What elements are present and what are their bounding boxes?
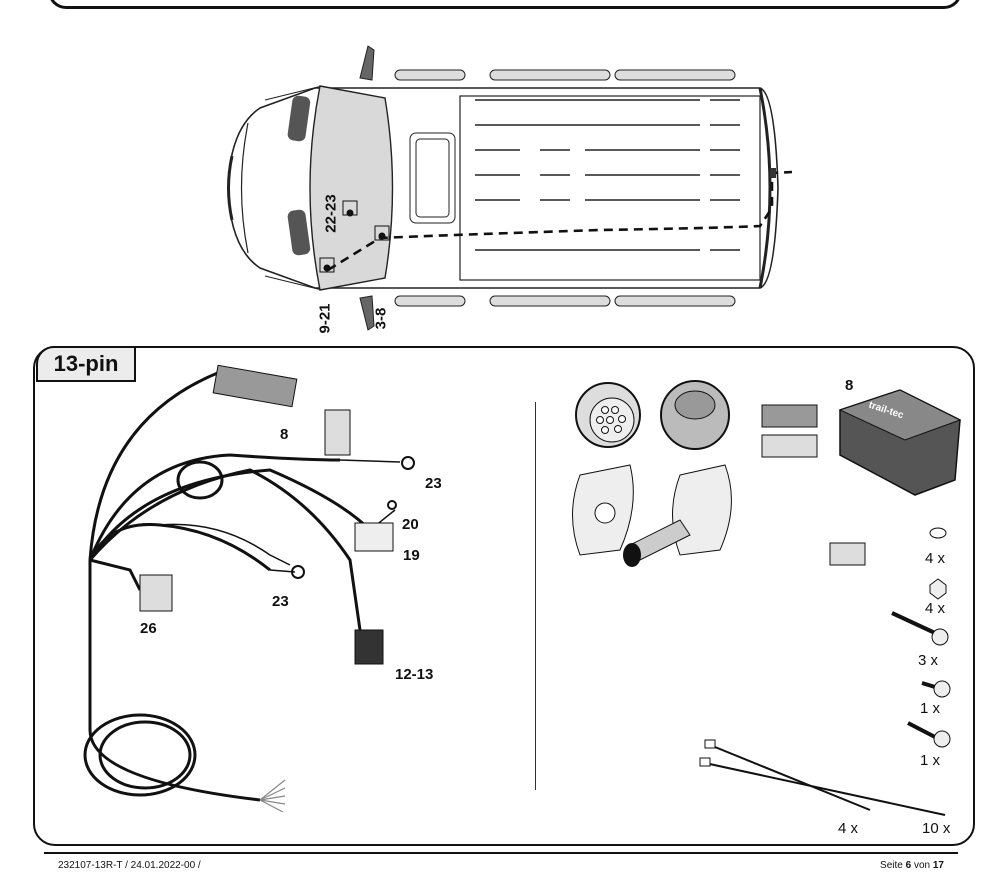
qty-screw-short: 1 x (920, 700, 941, 717)
label-12-13: 12-13 (395, 666, 434, 683)
qty-screw-long: 3 x (918, 652, 939, 669)
footer-page-prefix: Seite (880, 860, 906, 871)
qty-nut: 4 x (925, 600, 946, 617)
qty-cable-tie-small: 4 x (838, 820, 859, 837)
label-20: 20 (402, 516, 419, 533)
footer-rule (44, 852, 958, 854)
label-23-bottom: 23 (272, 593, 289, 610)
footer-page-num: 6 (905, 860, 912, 871)
module-number: 8 (845, 377, 854, 394)
wiring-harness-drawing (83, 364, 415, 813)
van-top-view (227, 45, 793, 331)
qty-cable-tie-large: 10 x (922, 820, 951, 837)
qty-screw-tap: 1 x (920, 752, 941, 769)
contents-panel (33, 346, 975, 846)
van-label-9-21: 9-21 (316, 303, 334, 334)
van-label-22-23: 22-23 (322, 194, 340, 233)
label-8: 8 (280, 426, 289, 443)
van-label-3-8: 3-8 (372, 307, 390, 330)
label-26: 26 (140, 620, 157, 637)
parts-drawing (572, 380, 962, 816)
panel-divider (535, 402, 536, 790)
label-19: 19 (403, 547, 420, 564)
footer-page-mid: von (911, 860, 933, 871)
label-23-top: 23 (425, 475, 442, 492)
qty-washer: 4 x (925, 550, 946, 567)
panel-title: 13-pin (36, 346, 136, 382)
top-frame (48, 0, 962, 9)
footer-doc-id: 232107-13R-T / 24.01.2022-00 / (58, 860, 201, 871)
footer-page: Seite 6 von 17 (880, 860, 944, 871)
footer-page-total: 17 (932, 860, 944, 871)
